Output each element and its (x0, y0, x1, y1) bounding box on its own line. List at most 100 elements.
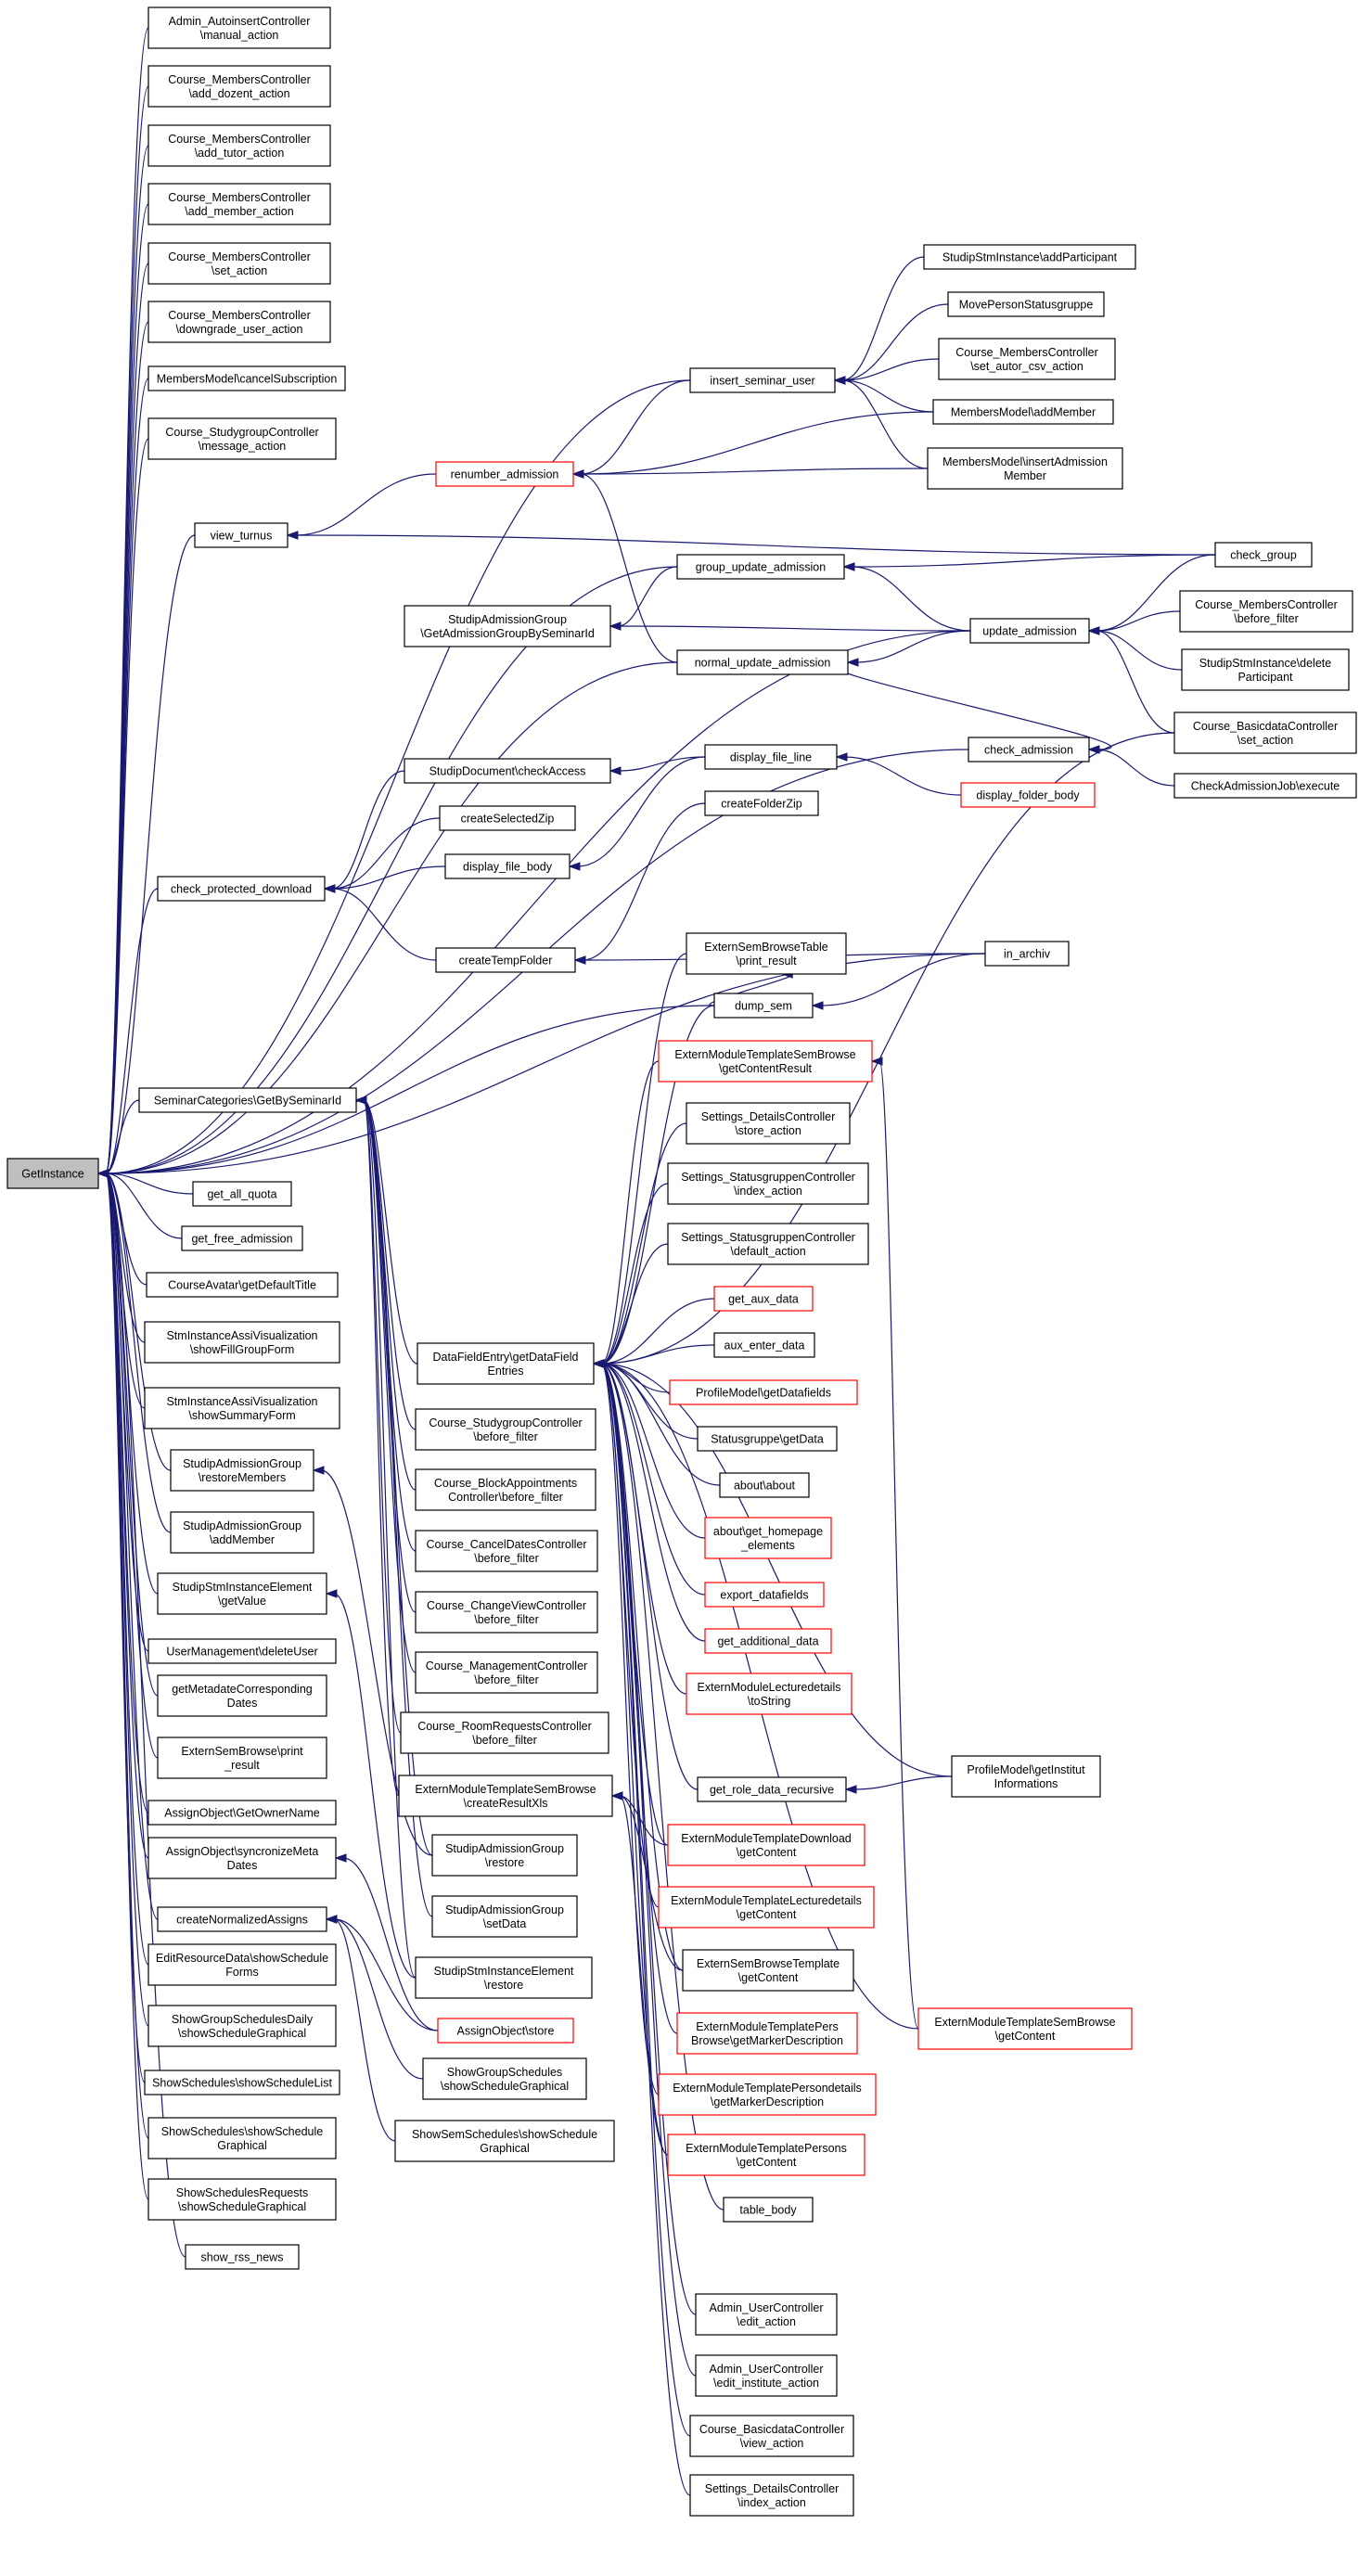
graph-node[interactable]: StudipStmInstance\addParticipant (923, 244, 1136, 270)
graph-node[interactable]: ExternModuleTemplatePersBrowse\getMarker… (676, 2012, 858, 2055)
graph-node[interactable]: normal_update_admission (676, 649, 849, 675)
graph-node[interactable]: Course_StudygroupController\before_filte… (415, 1408, 596, 1451)
graph-node[interactable]: ExternModuleTemplatePersondetails\getMar… (658, 2073, 877, 2116)
graph-node[interactable]: CheckAdmissionJob\execute (1173, 773, 1357, 799)
graph-node[interactable]: get_additional_data (704, 1628, 832, 1654)
graph-node[interactable]: insert_seminar_user (689, 367, 836, 393)
graph-node[interactable]: Course_RoomRequestsController\before_fil… (400, 1711, 609, 1754)
graph-node[interactable]: SeminarCategories\GetBySeminarId (138, 1087, 357, 1113)
graph-node[interactable]: Course_MembersController\add_dozent_acti… (147, 65, 331, 108)
graph-node[interactable]: StudipAdmissionGroup\restore (431, 1834, 578, 1877)
graph-node[interactable]: ExternModuleTemplatePersons\getContent (667, 2134, 865, 2176)
graph-node[interactable]: AssignObject\store (437, 2018, 574, 2044)
graph-node[interactable]: Course_BasicdataController\view_action (689, 2415, 854, 2457)
graph-node[interactable]: StudipStmInstanceElement\restore (415, 1956, 593, 1999)
graph-node[interactable]: get_role_data_recursive (697, 1776, 847, 1802)
graph-node[interactable]: ExternModuleTemplateLecturedetails\getCo… (658, 1886, 875, 1929)
graph-node[interactable]: ShowGroupSchedulesDaily\showScheduleGrap… (147, 2005, 337, 2047)
graph-node[interactable]: get_all_quota (192, 1181, 292, 1207)
graph-node[interactable]: StudipAdmissionGroup\addMember (170, 1511, 314, 1554)
graph-node[interactable]: Settings_DetailsController\index_action (689, 2474, 854, 2517)
graph-node[interactable]: Settings_DetailsController\store_action (686, 1102, 851, 1145)
graph-node[interactable]: AssignObject\GetOwnerName (147, 1800, 337, 1826)
graph-node[interactable]: ExternSemBrowse\print_result (157, 1737, 327, 1779)
graph-node[interactable]: renumber_admission (435, 461, 574, 487)
graph-node[interactable]: ExternModuleLecturedetails\toString (686, 1672, 853, 1715)
graph-node[interactable]: StudipAdmissionGroup\restoreMembers (170, 1449, 314, 1492)
graph-node[interactable]: createTempFolder (435, 947, 576, 973)
graph-node[interactable]: update_admission (969, 618, 1090, 644)
graph-node[interactable]: UserManagement\deleteUser (147, 1638, 337, 1664)
graph-node[interactable]: display_file_body (444, 853, 571, 879)
graph-node[interactable]: export_datafields (704, 1582, 825, 1608)
graph-node[interactable]: ShowSchedules\showScheduleList (144, 2070, 340, 2095)
graph-node[interactable]: createSelectedZip (439, 805, 576, 831)
graph-node[interactable]: check_admission (968, 737, 1090, 763)
graph-node[interactable]: StudipAdmissionGroup\GetAdmissionGroupBy… (404, 605, 611, 647)
graph-node[interactable]: ExternModuleTemplateSemBrowse\getContent… (658, 1040, 873, 1083)
graph-node[interactable]: ShowGroupSchedules\showScheduleGraphical (422, 2057, 587, 2100)
graph-node[interactable]: Course_MembersController\before_filter (1179, 590, 1353, 633)
graph-node[interactable]: get_aux_data (713, 1286, 814, 1312)
graph-node[interactable]: Course_MembersController\set_action (147, 242, 331, 285)
graph-node[interactable]: aux_enter_data (713, 1332, 815, 1358)
graph-node[interactable]: ShowSchedulesRequests\showScheduleGraphi… (147, 2178, 337, 2221)
graph-node[interactable]: StmInstanceAssiVisualization\showFillGro… (144, 1321, 340, 1364)
graph-node[interactable]: StudipStmInstanceElement\getValue (157, 1572, 327, 1615)
graph-node[interactable]: ExternSemBrowseTable\print_result (686, 932, 847, 975)
graph-node[interactable]: check_group (1214, 542, 1313, 568)
graph-node[interactable]: check_protected_download (157, 876, 326, 902)
graph-node[interactable]: table_body (723, 2197, 814, 2223)
graph-node[interactable]: MovePersonStatusgruppe (947, 291, 1105, 317)
graph-node[interactable]: ExternSemBrowseTemplate\getContent (682, 1949, 854, 1992)
graph-node[interactable]: Course_CancelDatesController\before_filt… (415, 1530, 598, 1572)
graph-node[interactable]: Course_BlockAppointmentsController\befor… (415, 1468, 596, 1511)
graph-node[interactable]: MembersModel\cancelSubscription (147, 365, 346, 391)
graph-node[interactable]: display_folder_body (960, 782, 1096, 808)
graph-node[interactable]: Course_MembersController\add_member_acti… (147, 183, 331, 225)
graph-node[interactable]: in_archiv (984, 941, 1070, 967)
graph-node[interactable]: ProfileModel\getDatafields (669, 1379, 858, 1405)
graph-node[interactable]: StmInstanceAssiVisualization\showSummary… (144, 1387, 340, 1429)
graph-node[interactable]: Course_MembersController\downgrade_user_… (147, 301, 331, 343)
graph-node[interactable]: Course_MembersController\set_autor_csv_a… (938, 338, 1116, 380)
graph-node[interactable]: Admin_AutoinsertController\manual_action (147, 6, 331, 49)
graph-node[interactable]: Settings_StatusgruppenController\default… (667, 1223, 869, 1265)
graph-node[interactable]: show_rss_news (185, 2244, 300, 2270)
graph-node[interactable]: Course_StudygroupController\message_acti… (147, 417, 337, 460)
graph-node[interactable]: Course_ChangeViewController\before_filte… (415, 1591, 598, 1634)
graph-node[interactable]: ExternModuleTemplateSemBrowse\createResu… (398, 1775, 613, 1817)
graph-node[interactable]: GetInstance (6, 1158, 99, 1189)
graph-node[interactable]: ShowSemSchedules\showScheduleGraphical (394, 2120, 615, 2162)
graph-node[interactable]: Admin_UserController\edit_action (695, 2293, 838, 2336)
graph-node[interactable]: view_turnus (194, 522, 288, 548)
graph-node[interactable]: CourseAvatar\getDefaultTitle (146, 1272, 339, 1298)
graph-node[interactable]: createFolderZip (704, 790, 819, 816)
graph-node[interactable]: ExternModuleTemplateSemBrowse\getContent (917, 2007, 1133, 2050)
graph-node[interactable]: about\about (719, 1472, 810, 1498)
graph-node[interactable]: Statusgruppe\getData (697, 1426, 838, 1452)
graph-node[interactable]: StudipDocument\checkAccess (404, 758, 611, 784)
graph-node[interactable]: group_update_admission (676, 554, 845, 580)
graph-node[interactable]: Admin_UserController\edit_institute_acti… (695, 2354, 838, 2397)
graph-node[interactable]: Course_ManagementController\before_filte… (415, 1651, 598, 1694)
graph-node[interactable]: get_free_admission (181, 1225, 303, 1251)
graph-node[interactable]: Course_BasicdataController\set_action (1173, 711, 1357, 754)
graph-node[interactable]: ShowSchedules\showScheduleGraphical (147, 2117, 337, 2159)
graph-node[interactable]: Settings_StatusgruppenController\index_a… (667, 1162, 869, 1205)
graph-node[interactable]: dump_sem (713, 993, 814, 1019)
graph-node[interactable]: about\get_homepage_elements (704, 1517, 832, 1559)
graph-node[interactable]: StudipAdmissionGroup\setData (431, 1895, 578, 1938)
graph-node[interactable]: createNormalizedAssigns (157, 1906, 327, 1932)
graph-node[interactable]: display_file_line (704, 744, 838, 770)
graph-node[interactable]: MembersModel\addMember (932, 399, 1114, 425)
graph-node[interactable]: ExternModuleTemplateDownload\getContent (667, 1824, 865, 1866)
graph-node[interactable]: Course_MembersController\add_tutor_actio… (147, 124, 331, 167)
